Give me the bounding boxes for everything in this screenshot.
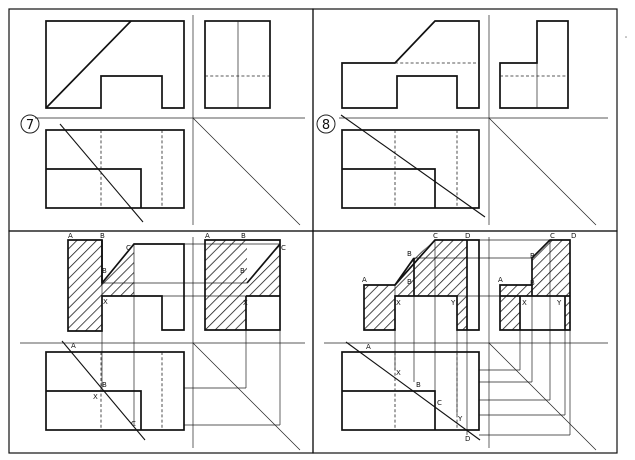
svg-text:B: B — [100, 232, 105, 240]
cutting-plane-line — [345, 341, 481, 441]
svg-text:C: C — [131, 420, 136, 428]
svg-text:X: X — [103, 298, 108, 306]
reference-lines — [35, 15, 305, 226]
svg-text:B: B — [416, 381, 421, 389]
svg-text:C: C — [281, 244, 286, 252]
point-labels: A B C B X A B C B X A B X C — [68, 232, 286, 428]
sectioned-side-view — [499, 239, 571, 331]
svg-text:Y: Y — [450, 299, 456, 307]
cutting-plane-line — [59, 123, 144, 223]
top-view — [341, 351, 480, 431]
reference-lines — [324, 237, 608, 451]
svg-text:B: B — [530, 252, 535, 260]
svg-text:D: D — [571, 232, 576, 240]
reference-lines — [339, 15, 608, 226]
svg-text:B: B — [241, 232, 246, 240]
artifact-dot — [625, 36, 627, 38]
svg-text:X: X — [396, 369, 401, 377]
svg-text:C: C — [437, 399, 442, 407]
svg-text:D: D — [465, 232, 470, 240]
svg-text:B: B — [102, 267, 107, 275]
top-view — [45, 129, 185, 209]
svg-text:A: A — [71, 342, 76, 350]
reference-lines — [20, 237, 305, 451]
svg-text:X: X — [93, 393, 98, 401]
svg-text:B: B — [530, 279, 535, 287]
side-view — [204, 20, 271, 109]
point-labels: A B C D B X Y A B C D B X Y A X B C Y D — [362, 232, 576, 443]
svg-text:C: C — [550, 232, 555, 240]
svg-text:B: B — [240, 267, 245, 275]
sectioned-front-view — [363, 239, 480, 331]
front-view — [341, 20, 480, 109]
cutting-plane-line — [61, 340, 146, 441]
solution-7-panel: A B C B X A B C B X A B X C — [20, 232, 305, 451]
svg-text:Y: Y — [556, 299, 562, 307]
svg-text:B: B — [102, 381, 107, 389]
svg-text:Y: Y — [457, 415, 463, 423]
cutting-plane-line — [340, 114, 486, 218]
svg-text:C: C — [126, 244, 131, 252]
panel-frames — [8, 8, 618, 454]
svg-text:D: D — [465, 435, 470, 443]
svg-text:7: 7 — [26, 118, 34, 133]
svg-text:A: A — [498, 276, 503, 284]
svg-text:X: X — [396, 299, 401, 307]
svg-text:A: A — [68, 232, 73, 240]
problem-7-number: 7 — [20, 114, 40, 134]
top-view — [45, 351, 185, 431]
svg-text:C: C — [433, 232, 438, 240]
svg-text:X: X — [243, 299, 248, 307]
svg-text:A: A — [362, 276, 367, 284]
svg-text:X: X — [522, 299, 527, 307]
sectioned-front-view — [67, 239, 185, 332]
front-view — [45, 20, 185, 109]
svg-text:A: A — [366, 343, 371, 351]
problem-7-panel: 7 — [20, 15, 305, 226]
side-view — [499, 20, 569, 109]
solution-8-panel: A B C D B X Y A B C D B X Y A X B C Y D — [324, 232, 608, 451]
sectioned-side-view — [204, 239, 281, 331]
top-view — [341, 129, 480, 209]
problem-8-number: 8 — [316, 114, 336, 134]
svg-text:B: B — [407, 250, 412, 258]
svg-text:8: 8 — [322, 118, 330, 133]
problem-8-panel: 8 — [316, 15, 608, 226]
svg-text:A: A — [205, 232, 210, 240]
svg-text:B: B — [407, 278, 412, 286]
